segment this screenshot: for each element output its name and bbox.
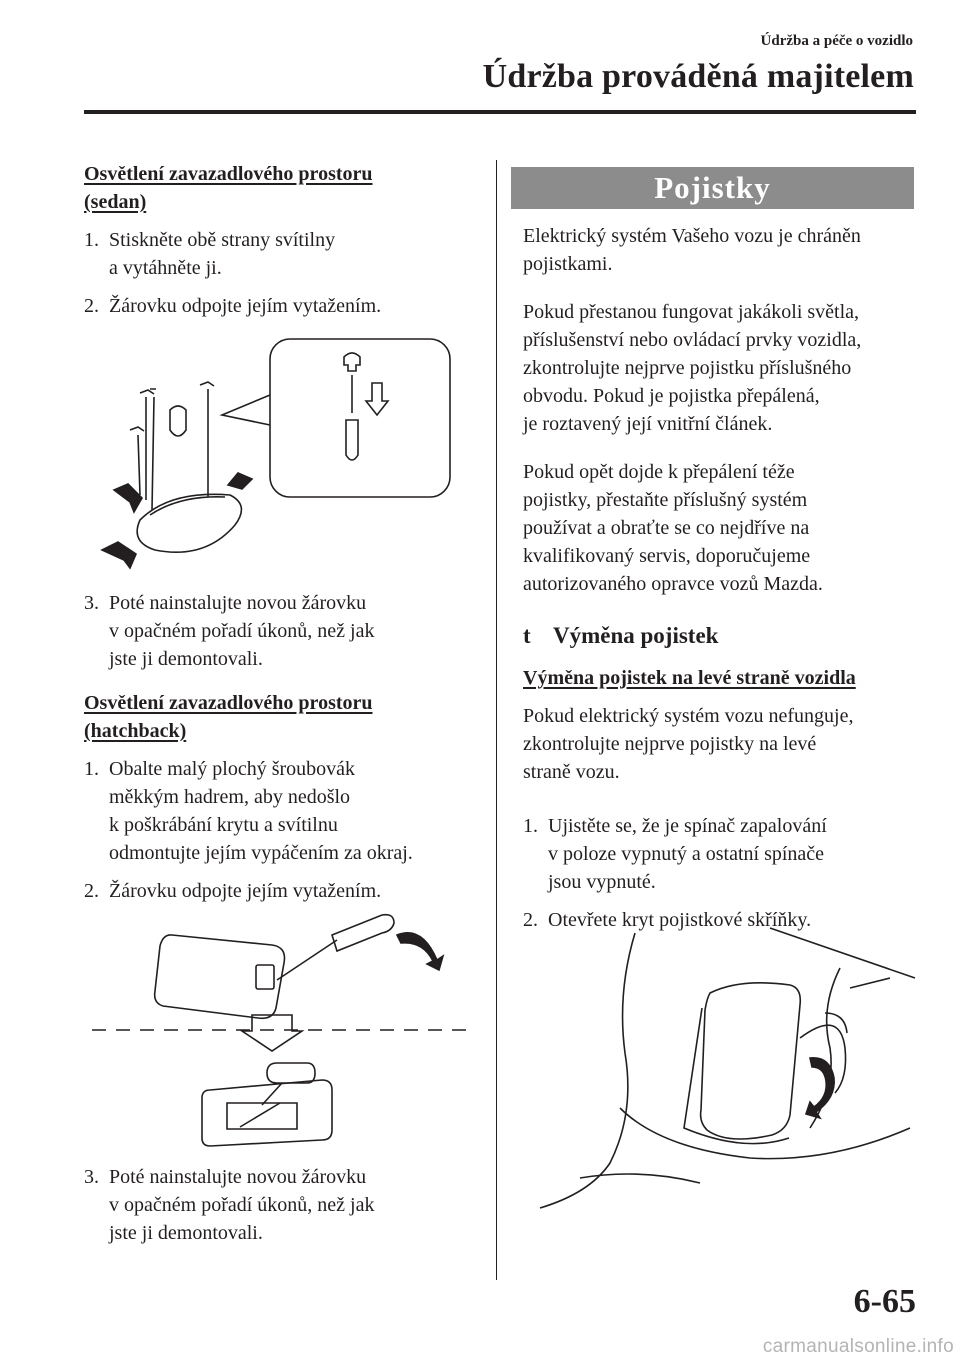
page-title: Údržba prováděná majitelem: [482, 58, 914, 95]
fuse-check-paragraph: Pokud přestanou fungovat jakákoli světla…: [523, 301, 862, 435]
hatchback-lamp-illustration: [92, 905, 467, 1155]
fuses-section: Elektrický systém Vašeho vozu je chráněn…: [523, 222, 923, 934]
watermark: carmanualsonline.info: [762, 1336, 954, 1357]
hatchback-heading: Osvětlení zavazadlového prostoru(hatchba…: [84, 692, 373, 742]
section-band-pojistky: Pojistky: [511, 167, 914, 209]
sedan-section: Osvětlení zavazadlového prostoru(sedan) …: [84, 160, 484, 320]
hatchback-step-2: 2. Žárovku odpojte jejím vytažením.: [84, 880, 382, 902]
subheading-left-side: Výměna pojistek na levé straně vozidla: [523, 667, 856, 689]
page-number: 6-65: [853, 1283, 916, 1320]
sedan-step-2: 2. Žárovku odpojte jejím vytažením.: [84, 295, 382, 317]
column-divider: [496, 160, 497, 1280]
chapter-title: Údržba a péče o vozidlo: [760, 33, 913, 49]
sedan-heading: Osvětlení zavazadlového prostoru(sedan): [84, 163, 373, 213]
left-side-paragraph: Pokud elektrický systém vozu nefunguje,z…: [523, 705, 854, 783]
intro-paragraph: Elektrický systém Vašeho vozu je chráněn…: [523, 225, 861, 275]
sedan-lamp-illustration: [100, 335, 455, 580]
fuse-box-cover-illustration: [540, 928, 915, 1213]
header-rule: [84, 110, 916, 114]
fuse-step-2: 2. Otevřete kryt pojistkové skříňky.: [523, 909, 812, 931]
